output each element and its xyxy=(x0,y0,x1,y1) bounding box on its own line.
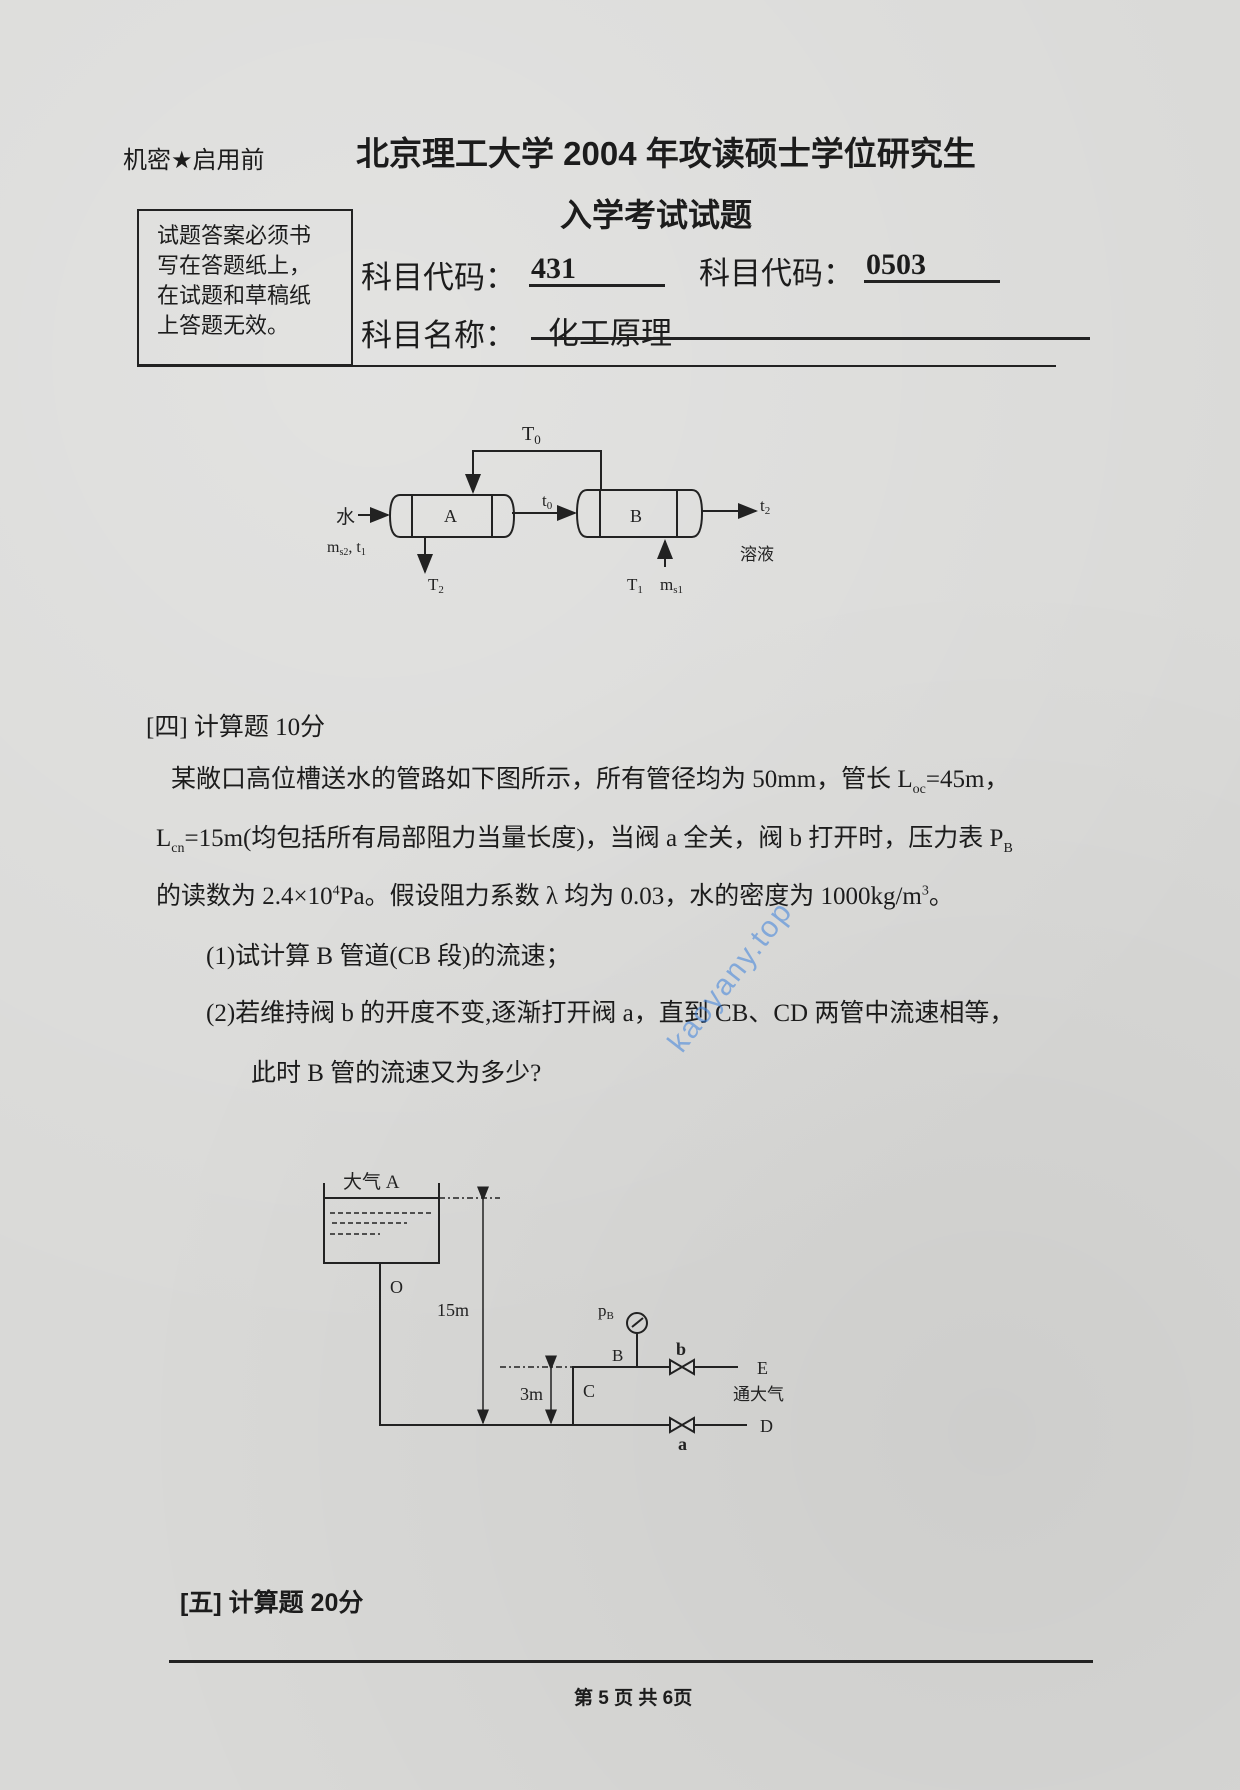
water-surface xyxy=(330,1212,432,1235)
label-b: b xyxy=(676,1339,686,1359)
problem-line-1: 某敞口高位槽送水的管路如下图所示，所有管径均为 50mm，管长 Loc=45m， xyxy=(171,766,1010,797)
label-vent: 通大气 xyxy=(733,1385,784,1404)
branch-pipe xyxy=(572,1366,738,1425)
label-T2: T2 xyxy=(428,575,444,596)
subject-name-label: 科目名称： xyxy=(361,318,516,353)
notice-line: 上答题无效。 xyxy=(157,313,290,338)
notice-line: 试题答案必须书 xyxy=(157,223,312,248)
label-B: B xyxy=(630,506,642,526)
label-atm-A: 大气 A xyxy=(343,1171,400,1193)
exam-subtitle: 入学考试试题 xyxy=(560,197,753,233)
label-water: 水 xyxy=(336,506,355,528)
question-1: (1)试计算 B 管道(CB 段)的流速； xyxy=(206,943,571,970)
label-3m: 3m xyxy=(520,1384,543,1404)
label-D: D xyxy=(760,1416,773,1436)
notice-box: 试题答案必须书 写在答题纸上， 在试题和草稿纸 上答题无效。 xyxy=(137,209,353,366)
label-C: C xyxy=(583,1381,595,1401)
pressure-gauge xyxy=(626,1312,648,1334)
label-solution: 溶液 xyxy=(740,545,774,564)
question-2: (2)若维持阀 b 的开度不变,逐渐打开阀 a，直到 CB、CD 两管中流速相等… xyxy=(206,1000,1015,1027)
page-footer: 第 5 页 共 6页 xyxy=(574,1688,693,1709)
label-pB: pB xyxy=(598,1301,614,1322)
label-T0: T0 xyxy=(522,423,541,447)
confidential-label: 机密★启用前 xyxy=(123,147,265,174)
subject-name-value: 化工原理 xyxy=(548,316,672,351)
heat-exchanger-diagram xyxy=(358,450,758,574)
subject-code-value: 431 xyxy=(531,252,576,285)
notice-line: 在试题和草稿纸 xyxy=(157,283,312,308)
label-ms1: ms1 xyxy=(660,575,683,596)
exchanger-a xyxy=(388,494,516,538)
question-2-cont: 此时 B 管的流速又为多少? xyxy=(251,1060,542,1087)
tank xyxy=(323,1183,440,1264)
label-T1: T1 xyxy=(627,575,643,596)
label-ms2-t1: ms2, t1 xyxy=(327,539,366,558)
problem-line-3: 的读数为 2.4×104Pa。假设阻力系数 λ 均为 0.03，水的密度为 10… xyxy=(156,883,954,910)
section-5-heading: [五] 计算题 20分 xyxy=(180,1589,364,1617)
problem-line-2: Lcn=15m(均包括所有局部阻力当量长度)，当阀 a 全关，阀 b 打开时，压… xyxy=(156,825,1013,856)
main-pipe xyxy=(379,1263,747,1426)
section-4-heading: [四] 计算题 10分 xyxy=(146,714,326,741)
valve-b xyxy=(669,1358,695,1376)
label-B: B xyxy=(612,1346,623,1365)
label-A: A xyxy=(444,506,457,526)
exam-title: 北京理工大学 2004 年攻读硕士学位研究生 xyxy=(356,135,976,172)
subject-code-value-2: 0503 xyxy=(866,248,926,281)
label-t0: t0 xyxy=(542,491,553,512)
label-E: E xyxy=(757,1358,768,1378)
label-t2: t2 xyxy=(760,496,770,517)
steam-recycle-line xyxy=(465,450,602,494)
subject-code-label: 科目代码： xyxy=(361,260,516,295)
pipeline-diagram xyxy=(323,1183,747,1434)
label-15m: 15m xyxy=(437,1300,469,1320)
label-O: O xyxy=(390,1277,403,1297)
subject-code-label-2: 科目代码： xyxy=(699,256,854,291)
valve-a xyxy=(669,1416,695,1434)
exchanger-b xyxy=(575,489,704,538)
label-a: a xyxy=(678,1434,687,1454)
notice-line: 写在答题纸上， xyxy=(157,253,312,278)
